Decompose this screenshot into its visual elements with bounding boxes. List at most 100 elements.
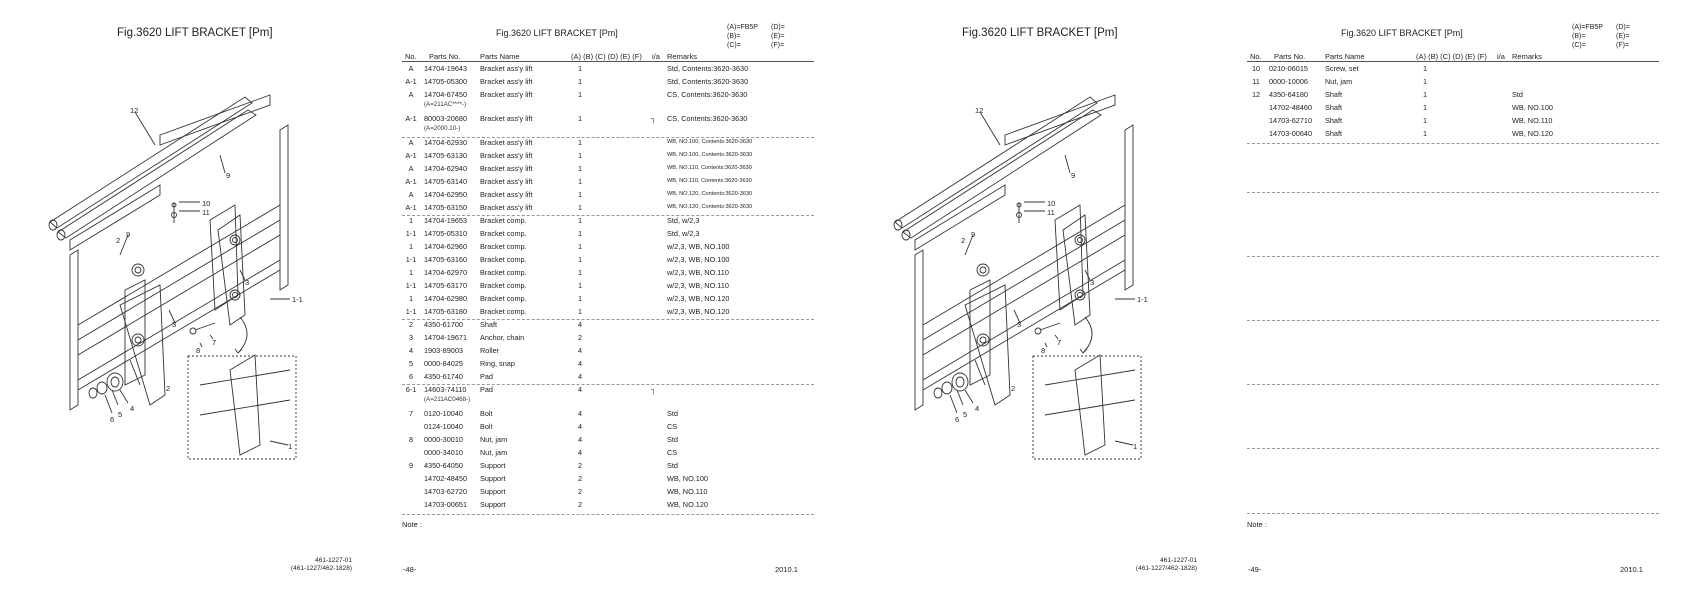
row-parts-name: Bracket comp. bbox=[480, 307, 527, 316]
callout-label: 9 bbox=[226, 171, 230, 180]
row-qty: 1 bbox=[577, 216, 583, 225]
option-e: (E)= bbox=[1616, 33, 1630, 40]
row-qty: 4 bbox=[577, 409, 583, 418]
option-a: (A)=FB5P bbox=[1572, 24, 1603, 31]
row-applicability-note: (A=2000.10-) bbox=[424, 125, 461, 132]
row-remarks: WB, NO.110 bbox=[667, 487, 708, 496]
row-parts-no: 14704-62980 bbox=[424, 294, 468, 303]
row-parts-no: 0000-84025 bbox=[424, 359, 463, 368]
option-f: (F)= bbox=[1616, 42, 1630, 49]
diagram-callouts: 12 9 10 11 9 2 3 3 1-1 8 7 2 6 5 4 1 bbox=[955, 106, 1148, 451]
row-parts-name: Bracket comp. bbox=[480, 255, 527, 264]
row-remarks: Std, Contents:3620-3630 bbox=[667, 64, 749, 73]
row-qty: 4 bbox=[577, 385, 583, 394]
row-remarks: CS bbox=[667, 448, 678, 457]
option-f: (F)= bbox=[771, 42, 785, 49]
row-parts-no: 4350-61700 bbox=[424, 320, 463, 329]
row-parts-no: 14705-05300 bbox=[424, 77, 468, 86]
row-qty: 2 bbox=[577, 500, 583, 509]
col-parts-no: Parts No. bbox=[1274, 52, 1306, 61]
row-no: 1-1 bbox=[405, 229, 417, 238]
row-parts-name: Nut, jam bbox=[480, 435, 508, 444]
catalog-code: 461-1227-01 (461-1227/462-1828) bbox=[270, 557, 352, 573]
callout-label: 10 bbox=[1047, 199, 1055, 208]
row-parts-name: Anchor, chain bbox=[480, 333, 525, 342]
callout-label: 11 bbox=[1047, 208, 1055, 217]
row-qty: 1 bbox=[577, 255, 583, 264]
row-parts-no: 14705-63140 bbox=[424, 177, 468, 186]
empty-row-separator bbox=[1247, 192, 1659, 193]
row-no: A bbox=[408, 190, 414, 199]
row-remarks: WB, NO.120 bbox=[667, 500, 708, 509]
row-group-separator bbox=[402, 137, 814, 138]
callout-label: 11 bbox=[202, 208, 210, 217]
row-parts-name: Support bbox=[480, 500, 506, 509]
callout-label: 1 bbox=[1133, 442, 1137, 451]
callout-label: 8 bbox=[196, 346, 200, 355]
row-parts-name: Bracket comp. bbox=[480, 268, 527, 277]
left-spread: Fig.3620 LIFT BRACKET [Pm] bbox=[48, 24, 814, 574]
row-qty: 2 bbox=[577, 461, 583, 470]
row-parts-no: 0000-34010 bbox=[424, 448, 463, 457]
row-parts-no: 14705-63180 bbox=[424, 307, 468, 316]
row-remarks: WB, NO.120, Contents:3620-3630 bbox=[667, 191, 753, 197]
row-parts-no: 14704-19671 bbox=[424, 333, 468, 342]
catalog-code-line1: 461-1227-01 bbox=[1160, 557, 1197, 564]
row-parts-no: 1903-89003 bbox=[424, 346, 463, 355]
row-parts-no: 14702-48450 bbox=[424, 474, 468, 483]
row-remarks: Std bbox=[667, 435, 678, 444]
row-parts-name: Bracket ass'y lift bbox=[480, 164, 533, 173]
row-parts-name: Nut, jam bbox=[480, 448, 508, 457]
col-parts-no: Parts No. bbox=[429, 52, 461, 61]
row-parts-name: Bracket ass'y lift bbox=[480, 114, 533, 123]
row-parts-name: Bracket comp. bbox=[480, 294, 527, 303]
row-remarks: w/2,3, WB, NO.110 bbox=[667, 268, 729, 277]
lift-bracket-diagram: 12 9 10 11 9 2 3 3 1-1 8 7 2 6 5 4 1 bbox=[893, 94, 1148, 460]
row-parts-no: 14704-62930 bbox=[424, 138, 468, 147]
row-qty: 2 bbox=[577, 333, 583, 342]
callout-label: 6 bbox=[110, 415, 114, 424]
row-parts-name: Pad bbox=[480, 385, 493, 394]
row-no: 6 bbox=[408, 372, 414, 381]
row-group-separator bbox=[402, 215, 814, 216]
row-parts-no: 14705-63150 bbox=[424, 203, 468, 212]
row-parts-no: 14704-62960 bbox=[424, 242, 468, 251]
row-remarks: WB, NO.110, Contents:3620-3630 bbox=[667, 178, 752, 184]
option-d: (D)= bbox=[771, 24, 785, 31]
row-parts-name: Bracket comp. bbox=[480, 216, 527, 225]
row-parts-no: 14705-05310 bbox=[424, 229, 468, 238]
callout-label: 2 bbox=[1011, 384, 1015, 393]
diagram-callouts: 12 9 10 11 9 2 3 3 1-1 8 7 2 6 5 4 1 bbox=[110, 106, 303, 451]
row-no: 1-1 bbox=[405, 255, 417, 264]
option-legend: (A)=FB5P(D)= (B)=(E)= (C)=(F)= bbox=[1572, 23, 1660, 50]
row-qty: 1 bbox=[577, 164, 583, 173]
row-applicability-note: (A=211AC0468-) bbox=[424, 396, 471, 403]
revision-date: 2010.1 bbox=[1620, 565, 1643, 574]
row-no: A-1 bbox=[405, 203, 417, 212]
callout-label: 3 bbox=[172, 320, 176, 329]
callout-label: 2 bbox=[166, 384, 170, 393]
row-parts-name: Shaft bbox=[1325, 103, 1343, 112]
row-parts-name: Bracket ass'y lift bbox=[480, 203, 533, 212]
row-no: 5 bbox=[408, 359, 414, 368]
row-no: A bbox=[408, 90, 414, 99]
row-no: A-1 bbox=[405, 151, 417, 160]
callout-label: 9 bbox=[126, 230, 130, 239]
row-qty: 4 bbox=[577, 359, 583, 368]
row-no: 10 bbox=[1251, 64, 1261, 73]
row-parts-no: 14704-67450 bbox=[424, 90, 468, 99]
row-no: 1 bbox=[408, 242, 414, 251]
